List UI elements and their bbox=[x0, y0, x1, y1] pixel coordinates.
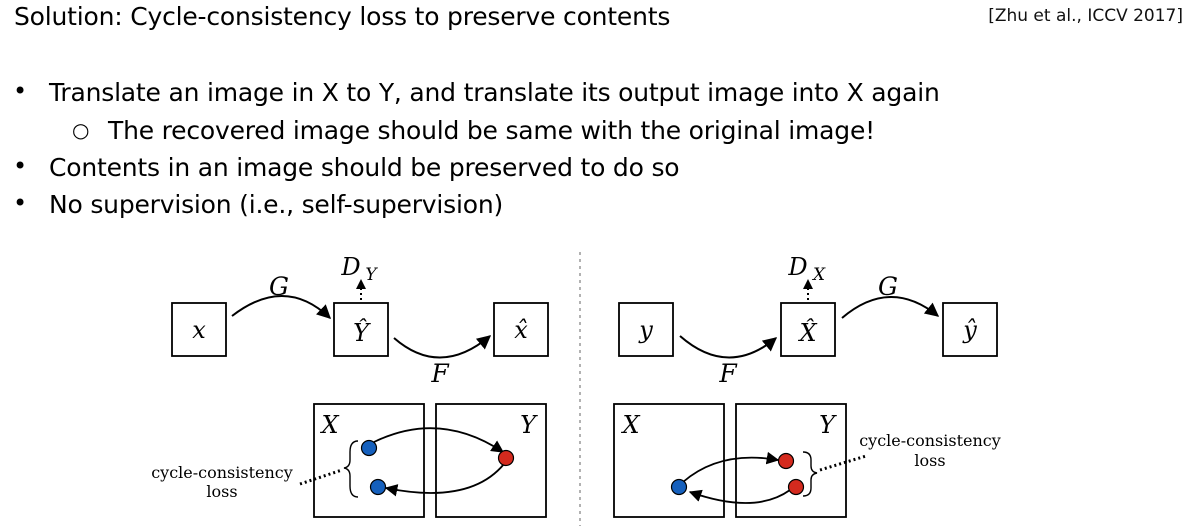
cycle-arrow-back bbox=[688, 489, 791, 504]
node-y-box bbox=[618, 302, 674, 357]
loss-pointer bbox=[299, 468, 343, 486]
label-DY-main: D bbox=[340, 253, 360, 281]
bullet-dot-icon: • bbox=[13, 77, 27, 105]
right-diagram: y X̂ ŷ F G D X X Y cycle-consistency los… bbox=[613, 253, 1001, 518]
brace-icon bbox=[343, 440, 359, 498]
domain-Y-box bbox=[735, 403, 847, 518]
node-xhat-box bbox=[493, 302, 549, 357]
label-G: G bbox=[269, 272, 289, 301]
domain-Y-label: Y bbox=[819, 411, 837, 439]
cycle-arrow-forward bbox=[682, 451, 780, 483]
domain-X-label: X bbox=[319, 411, 339, 439]
bullet-item: • Translate an image in X to Y, and tran… bbox=[13, 77, 940, 107]
node-yhat-label: ŷ bbox=[962, 316, 977, 344]
arrow-G bbox=[231, 295, 332, 319]
domain-Y-label: Y bbox=[520, 411, 538, 439]
domain-X-box bbox=[313, 403, 425, 518]
loss-pointer bbox=[819, 454, 867, 472]
bullet-item: • Contents in an image should be preserv… bbox=[13, 152, 680, 182]
node-xhat-label: x̂ bbox=[514, 316, 528, 344]
bullet-text: Translate an image in X to Y, and transl… bbox=[49, 78, 940, 107]
arrow-F bbox=[679, 335, 778, 359]
brace-icon bbox=[802, 451, 818, 497]
bullet-dot-icon: • bbox=[13, 189, 27, 217]
arrow-F bbox=[393, 335, 492, 359]
node-y-label: y bbox=[638, 316, 653, 344]
blue-point-translated bbox=[670, 478, 688, 496]
label-DY-sub: Y bbox=[365, 265, 378, 285]
label-G: G bbox=[878, 272, 898, 301]
red-point-translated bbox=[497, 449, 515, 467]
loss-label-line1: cycle-consistency bbox=[151, 463, 293, 482]
red-point-recovered bbox=[787, 478, 805, 496]
label-DY: D bbox=[340, 253, 360, 281]
domain-Y-box bbox=[435, 403, 547, 518]
cycle-arrow-back bbox=[384, 463, 505, 497]
cycle-arrow-forward bbox=[373, 427, 505, 453]
bullet-text: The recovered image should be same with … bbox=[108, 116, 875, 145]
blue-point-recovered bbox=[369, 478, 387, 496]
citation: [Zhu et al., ICCV 2017] bbox=[988, 6, 1183, 26]
loss-label-line2: loss bbox=[914, 451, 945, 470]
domain-X-label: X bbox=[620, 411, 640, 439]
red-point-original bbox=[777, 452, 795, 470]
node-x-label: x bbox=[192, 316, 206, 344]
bullet-text: No supervision (i.e., self-supervision) bbox=[49, 190, 504, 219]
slide-title: Solution: Cycle-consistency loss to pres… bbox=[14, 2, 671, 31]
label-DX-main: D bbox=[787, 253, 807, 281]
bullet-item: • No supervision (i.e., self-supervision… bbox=[13, 189, 504, 219]
bullet-dot-icon: • bbox=[13, 152, 27, 180]
bullet-text: Contents in an image should be preserved… bbox=[49, 153, 680, 182]
blue-point-original bbox=[360, 439, 378, 457]
loss-label-line2: loss bbox=[206, 482, 237, 501]
bullet-circle-icon: ○ bbox=[72, 118, 90, 142]
node-xhat-label: X̂ bbox=[797, 319, 817, 347]
node-xhat-box bbox=[780, 302, 836, 357]
left-diagram: x Ŷ x̂ G F D Y X Y cycle-consistency los… bbox=[151, 253, 549, 518]
node-yhat-box bbox=[942, 302, 998, 357]
node-yhat-label: Ŷ bbox=[353, 318, 371, 347]
node-x-box bbox=[171, 302, 227, 357]
label-F: F bbox=[718, 359, 738, 388]
node-yhat-box bbox=[333, 302, 389, 357]
label-F: F bbox=[430, 359, 450, 388]
sub-bullet-item: ○ The recovered image should be same wit… bbox=[72, 116, 875, 145]
label-DX-sub: X bbox=[811, 265, 826, 285]
loss-label-line1: cycle-consistency bbox=[859, 431, 1001, 450]
arrow-G bbox=[841, 296, 940, 319]
